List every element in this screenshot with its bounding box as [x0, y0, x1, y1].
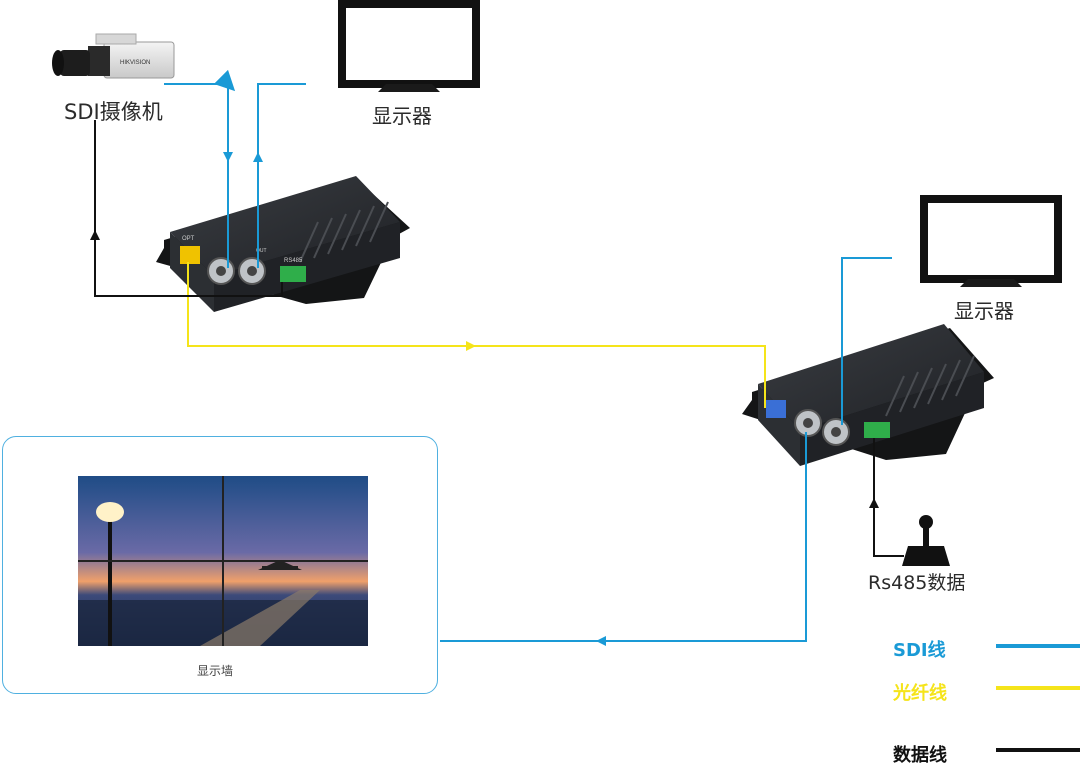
arrow-up-data [90, 230, 100, 240]
opt-port-yellow [180, 246, 200, 264]
data-line-1 [94, 120, 283, 297]
label-rs485: RS485 [284, 258, 303, 264]
video-wall-image [78, 476, 368, 646]
arrow-right-fiber [466, 341, 476, 351]
legend-sdi-label: SDI线 [893, 640, 946, 661]
label-opt: OPT [182, 236, 195, 242]
fiber-line [187, 262, 766, 408]
label-out: OUT [256, 248, 267, 254]
rs485-terminal [280, 266, 306, 282]
opt-port-blue [766, 400, 786, 418]
camera-label: SDI摄像机 [64, 100, 163, 124]
legend-data-line [996, 748, 1080, 752]
sdi-lines [164, 69, 892, 642]
legend-data-label: 数据线 [893, 745, 947, 766]
data-line-2 [873, 438, 904, 557]
legend-fiber-label: 光纤线 [893, 683, 947, 704]
arrow-left-sdi [596, 636, 606, 646]
arrow-down-sdi [223, 152, 233, 162]
monitor-top-label: 显示器 [372, 104, 432, 128]
arrow-up-data-2 [869, 498, 879, 508]
video-wall-frame [2, 436, 438, 694]
monitor-right-label: 显示器 [954, 299, 1014, 323]
legend-fiber-line [996, 686, 1080, 690]
sdi-camera-icon: HIKVISION [52, 33, 175, 79]
rs485-terminal-2 [864, 422, 890, 438]
rs485-label: Rs485数据 [868, 572, 966, 594]
legend-sdi-line [996, 644, 1080, 648]
camera-brand: HIKVISION [120, 60, 150, 66]
joystick-icon [902, 515, 950, 566]
video-wall-label: 显示墙 [197, 664, 234, 678]
monitor-right-icon [920, 195, 1062, 287]
arrow-up-sdi [253, 152, 263, 162]
fiber-receiver-device [742, 324, 994, 466]
monitor-top-icon [338, 0, 480, 92]
